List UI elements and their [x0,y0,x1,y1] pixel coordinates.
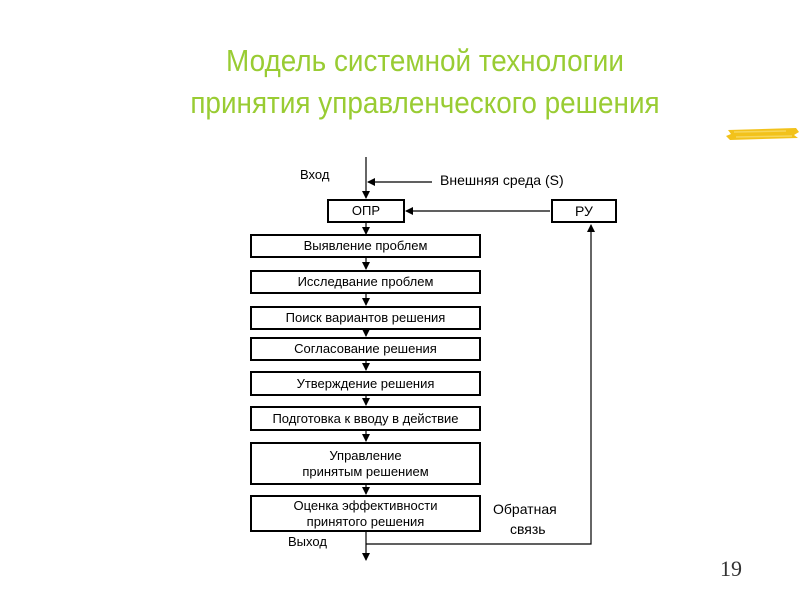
step-research-problems: Исследвание проблем [250,270,481,294]
step-evaluate-effectiveness: Оценка эффективности принятого решения [250,495,481,532]
slide-title: Модель системной технологии принятия упр… [43,40,800,124]
step-approve-decision: Утверждение решения [250,371,481,396]
step-label: Поиск вариантов решения [285,310,446,325]
step-label: Подготовка к вводу в действие [272,410,459,426]
output-label: Выход [288,534,327,549]
feedback-label-line-2: связь [510,521,546,537]
step-search-options: Поиск вариантов решения [250,306,481,330]
opr-label: ОПР [351,203,381,218]
step-prepare-implementation: Подготовка к вводу в действие [250,406,481,431]
step-label: Утверждение решения [296,375,435,391]
slide-title-line-1: Модель системной технологии [226,43,624,78]
highlighter-stroke-decoration [726,128,799,140]
input-label: Вход [300,167,330,182]
step-label-line-2: принятым решением [302,463,429,479]
step-identify-problems: Выявление проблем [250,234,481,258]
step-label-line-1: Управление [329,447,402,463]
ru-box: РУ [551,199,617,223]
environment-label: Внешняя среда (S) [440,172,564,188]
opr-box: ОПР [327,199,405,223]
step-coordinate-decision: Согласование решения [250,337,481,361]
feedback-label-line-1: Обратная [493,501,557,517]
step-label-line-1: Оценка эффективности [293,497,438,513]
ru-label: РУ [575,203,593,219]
slide-title-line-2: принятия управленческого решения [190,85,660,120]
step-label: Выявление проблем [303,238,428,253]
feedback-loop-line [366,224,595,545]
step-label: Согласование решения [294,341,437,356]
step-label: Исследвание проблем [297,274,434,289]
page-number: 19 [720,556,742,581]
step-label-line-2: принятого решения [306,513,425,529]
step-manage-decision: Управление принятым решением [250,442,481,485]
